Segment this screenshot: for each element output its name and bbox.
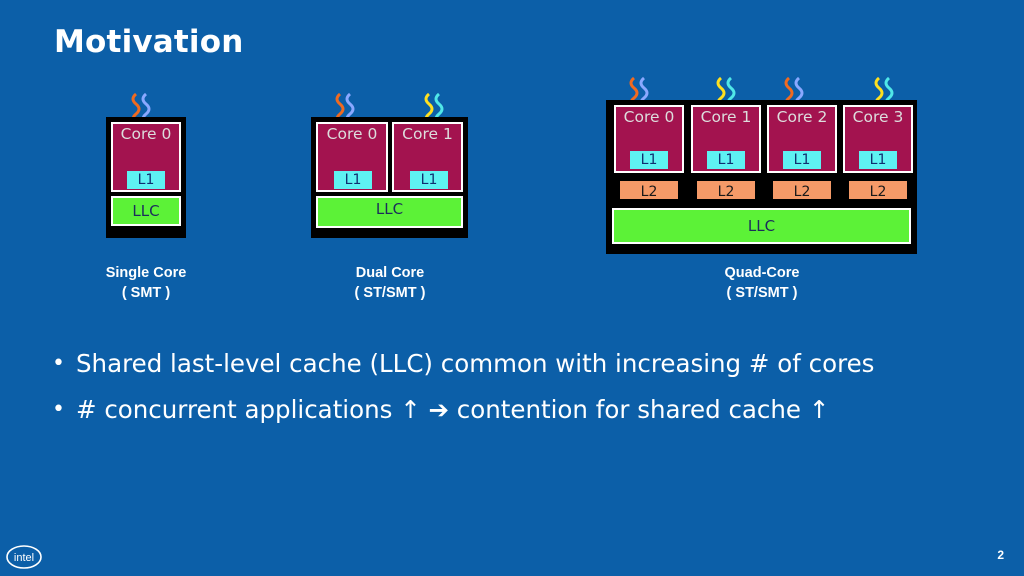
l1-cache: L1 — [707, 151, 745, 169]
intel-logo: intel — [6, 545, 42, 569]
core-3-block: Core 3 L1 — [843, 105, 913, 173]
core-label: Core 1 — [402, 125, 453, 143]
core-label: Core 1 — [700, 108, 752, 126]
bullet-text: # concurrent applications ↑ ➔ contention… — [76, 394, 830, 424]
single-core-caption: Single Core ( SMT ) — [76, 263, 216, 303]
caption-subtitle: ( ST/SMT ) — [726, 285, 798, 301]
l2-cache: L2 — [618, 179, 680, 201]
quad-core-caption: Quad-Core ( ST/SMT ) — [692, 263, 832, 303]
l1-cache: L1 — [859, 151, 897, 169]
caption-title: Quad-Core — [724, 265, 800, 281]
core-label: Core 0 — [326, 125, 378, 143]
dual-core-caption: Dual Core ( ST/SMT ) — [320, 263, 460, 303]
caption-subtitle: ( SMT ) — [121, 285, 171, 301]
core-0-block: Core 0 L1 — [614, 105, 684, 173]
intel-logo-text: intel — [14, 552, 34, 564]
bullet-item: • Shared last-level cache (LLC) common w… — [52, 340, 874, 386]
bullet-list: • Shared last-level cache (LLC) common w… — [52, 340, 874, 432]
page-number: 2 — [997, 548, 1004, 562]
l2-cache: L2 — [847, 179, 909, 201]
llc-cache: LLC — [612, 208, 911, 244]
single-core-chip: Core 0 L1 LLC — [106, 117, 186, 238]
caption-subtitle: ( ST/SMT ) — [354, 285, 426, 301]
bullet-dot-icon: • — [52, 350, 65, 376]
llc-cache: LLC — [316, 196, 463, 228]
bullet-text: Shared last-level cache (LLC) common wit… — [76, 348, 875, 378]
bullet-dot-icon: • — [52, 396, 65, 422]
core-label: Core 2 — [776, 108, 828, 126]
l2-cache: L2 — [695, 179, 757, 201]
core-1-block: Core 1 L1 — [392, 122, 463, 192]
llc-cache: LLC — [111, 196, 181, 226]
core-0-block: Core 0 L1 — [111, 122, 181, 192]
core-2-block: Core 2 L1 — [767, 105, 837, 173]
l1-cache: L1 — [630, 151, 668, 169]
caption-title: Single Core — [105, 265, 187, 281]
l2-cache: L2 — [771, 179, 833, 201]
core-0-block: Core 0 L1 — [316, 122, 388, 192]
core-1-block: Core 1 L1 — [691, 105, 761, 173]
l1-cache: L1 — [783, 151, 821, 169]
core-label: Core 3 — [852, 108, 904, 126]
core-label: Core 0 — [623, 108, 675, 126]
core-label: Core 0 — [120, 125, 172, 143]
l1-cache: L1 — [410, 171, 448, 189]
quad-core-chip: Core 0 L1 Core 1 L1 Core 2 L1 Core 3 L1 … — [606, 100, 917, 254]
caption-title: Dual Core — [355, 265, 425, 281]
slide-title: Motivation — [54, 24, 244, 60]
l1-cache: L1 — [334, 171, 372, 189]
bullet-item: • # concurrent applications ↑ ➔ contenti… — [52, 386, 874, 432]
dual-core-chip: Core 0 L1 Core 1 L1 LLC — [311, 117, 468, 238]
l1-cache: L1 — [127, 171, 165, 189]
